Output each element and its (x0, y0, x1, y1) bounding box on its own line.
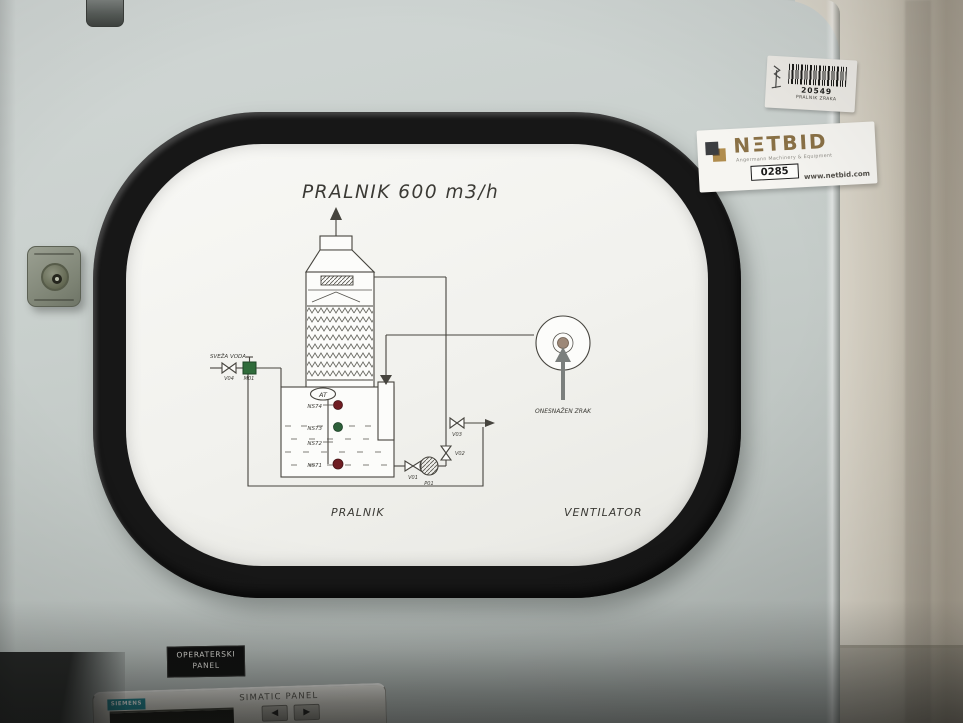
ns74-label: NS74 (307, 404, 322, 410)
netbid-logo-dark-square (705, 141, 719, 156)
diagram-panel: PRALNIK 600 m3/h (126, 144, 708, 566)
hmi-right-arrow-button[interactable]: ▶ (293, 703, 320, 721)
v02-label: V02 (455, 451, 465, 457)
fresh-water-label: SVEŽA VODA (210, 352, 246, 360)
door-latch (27, 246, 81, 307)
operator-label-line2: PANEL (192, 660, 220, 671)
level-switch-ns73-green-dot (333, 422, 343, 432)
valve-v04 (221, 361, 237, 375)
fresh-water-line: SVEŽA VODA V04 M01 (210, 352, 282, 387)
valve-v03 (449, 416, 465, 430)
spray-nozzle (311, 291, 361, 303)
door-hinge (86, 0, 124, 27)
valve-v01 (404, 460, 422, 472)
latch-keyhole-ring (41, 263, 69, 291)
packing-bed (307, 306, 373, 380)
window-gasket: PRALNIK 600 m3/h (93, 112, 741, 598)
netbid-brand: NΞTBID (732, 128, 829, 158)
drain-arrow-icon (485, 419, 495, 427)
air-inlet-duct (377, 381, 395, 441)
scrubber-caption: PRALNIK (331, 506, 385, 519)
scrubber-column-drawing (304, 207, 376, 391)
solenoid-valve-m01 (242, 361, 257, 375)
v01-label: V01 (408, 475, 418, 481)
polluted-air-arrowhead-icon (555, 347, 571, 362)
hmi-screen (109, 707, 235, 723)
lot-number: 0285 (750, 163, 799, 181)
diagram-title: PRALNIK 600 m3/h (302, 182, 499, 203)
process-schematic: PRALNIK 600 m3/h (210, 182, 643, 519)
barcode-sticker: 20549 PRALNIK ZRAKA (764, 55, 858, 113)
scrubber-tank-drawing: AT NS74 NS73 NS72 NS71 (280, 381, 395, 478)
ns73-label: NS73 (307, 426, 322, 432)
polluted-air-label: ONESNAŽEN ZRAK (535, 407, 592, 415)
containment-bund (247, 374, 484, 487)
ns71-label: NS71 (307, 463, 322, 469)
operator-panel-label: OPERATERSKI PANEL (166, 645, 246, 678)
hmi-left-arrow-button[interactable]: ◀ (261, 704, 289, 722)
wall-shadow-streak (905, 0, 931, 723)
latch-pin (55, 277, 59, 281)
level-switch-ns71-red-dot (332, 458, 344, 470)
fan-caption: VENTILATOR (564, 506, 643, 519)
latch-ridge-bottom (34, 299, 74, 301)
fan-drawing: ONESNAŽEN ZRAK (380, 315, 592, 415)
level-switch-ns74-red-dot (333, 400, 343, 410)
netbid-website: www.netbid.com (803, 169, 871, 182)
v04-label: V04 (224, 376, 234, 382)
air-duct-arrow-icon (380, 375, 392, 385)
pump-circuit: V01 P01 V02 V03 (374, 276, 495, 487)
p01-label: P01 (424, 481, 433, 487)
v03-label: V03 (452, 432, 462, 438)
latch-keyhole (52, 274, 62, 284)
m01-label: M01 (244, 376, 255, 382)
demister-pad (320, 275, 354, 286)
clean-air-arrow-icon (330, 207, 342, 220)
netbid-logo-icon (696, 129, 732, 167)
pump-p01 (419, 456, 439, 476)
at-tag-label: AT (318, 391, 328, 399)
barcode-icon (787, 63, 848, 87)
at-tag-oval (309, 387, 337, 401)
netbid-sticker: NΞTBID Angermann Machinery & Equipment 0… (696, 121, 878, 193)
simatic-model-label: SIMATIC PANEL (239, 690, 319, 704)
wall-seam (830, 645, 963, 648)
latch-ridge-top (34, 253, 74, 255)
ns72-label: NS72 (307, 441, 322, 447)
siemens-logo: SIEMENS (107, 698, 146, 711)
photo-left-shadow (0, 0, 16, 723)
operator-label-line1: OPERATERSKI (176, 649, 236, 660)
valve-v02 (439, 445, 453, 461)
stamp-icon (771, 65, 781, 89)
fan-hub (557, 337, 569, 349)
